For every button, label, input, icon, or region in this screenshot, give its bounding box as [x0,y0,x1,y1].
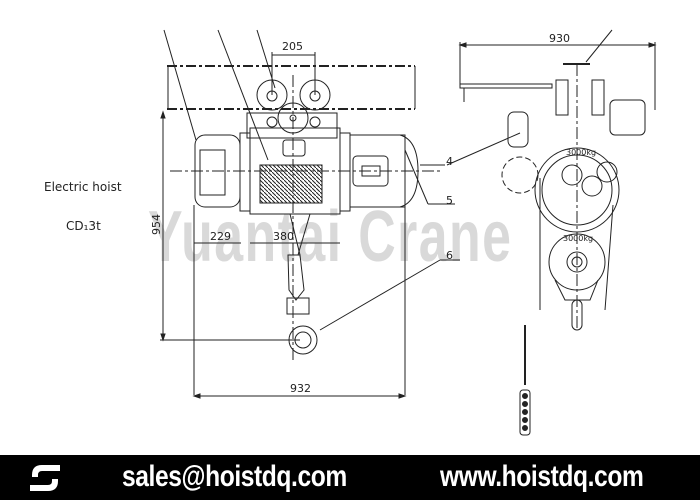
drawing-lines [160,29,657,436]
footer-bar: sales@hoistdq.com www.hoistdq.com [0,455,700,500]
website-link[interactable]: www.hoistdq.com [440,460,644,493]
watermark: Yuantai Crane [148,197,513,277]
hoist-technical-drawing: Yuantai Crane Electric hoist CD₁3t [44,29,657,436]
drawing-title: Electric hoist [44,180,122,194]
callout-5: 5 [446,194,453,207]
capacity-label-bottom: 3000kg [563,234,594,243]
callout-4: 4 [446,155,453,168]
dim-229: 229 [210,230,231,243]
dim-205: 205 [282,40,303,53]
dim-380: 380 [273,230,294,243]
model-label: CD₁3t [66,219,101,233]
contact-email-link[interactable]: sales@hoistdq.com [122,460,347,493]
dim-930: 930 [549,32,570,45]
capacity-label-top: 3000kg [566,148,597,157]
dim-932: 932 [290,382,311,395]
callout-6: 6 [446,249,453,262]
company-logo-icon [30,465,60,491]
